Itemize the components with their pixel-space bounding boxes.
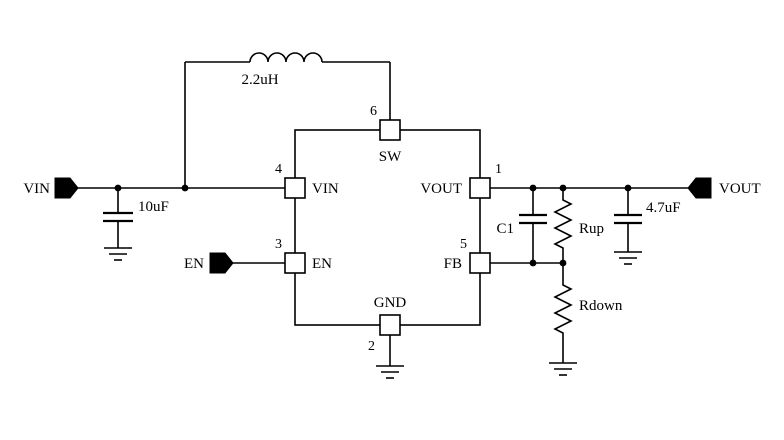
pin-box-5-fb <box>469 252 491 274</box>
en-port-label: EN <box>184 256 204 272</box>
pin-label-sw: SW <box>379 149 402 165</box>
pin-label-gnd: GND <box>374 295 407 311</box>
pin-label-en: EN <box>312 256 332 272</box>
en-port-flag-icon <box>209 252 234 274</box>
pin-number-1: 1 <box>495 162 502 177</box>
ground-symbol-input-cap <box>104 247 132 261</box>
pin-number-4: 4 <box>275 162 282 177</box>
pin-box-4-vin <box>284 177 306 199</box>
ground-symbol-ic <box>376 365 404 379</box>
pin-number-3: 3 <box>275 237 282 252</box>
input-cap-label: 10uF <box>138 199 169 215</box>
rup-label: Rup <box>579 221 604 237</box>
vin-port-flag-icon <box>54 177 79 199</box>
pin-number-6: 6 <box>370 104 377 119</box>
junction-dot-c1-bottom <box>529 259 537 267</box>
rup-resistor-icon <box>553 188 573 263</box>
pin-box-1-vout <box>469 177 491 199</box>
pin-number-2: 2 <box>368 339 375 354</box>
inductor-label: 2.2uH <box>241 72 278 88</box>
vin-port-label: VIN <box>23 181 50 197</box>
ground-symbol-output-cap <box>614 251 642 265</box>
ground-symbol-rdown <box>549 362 577 376</box>
output-cap-label: 4.7uF <box>646 200 681 216</box>
vout-port-label: VOUT <box>719 181 761 197</box>
pin-label-fb: FB <box>444 256 462 272</box>
pin-label-vin: VIN <box>312 181 339 197</box>
rdown-label: Rdown <box>579 298 623 314</box>
inductor-coil-icon <box>249 52 323 63</box>
vout-port-flag-icon <box>687 177 712 199</box>
pin-box-3-en <box>284 252 306 274</box>
pin-box-2-gnd <box>379 314 401 336</box>
c1-label: C1 <box>496 221 514 237</box>
pin-number-5: 5 <box>460 237 467 252</box>
rdown-resistor-icon <box>553 263 573 363</box>
pin-box-6-sw <box>379 119 401 141</box>
pin-label-vout: VOUT <box>420 181 462 197</box>
